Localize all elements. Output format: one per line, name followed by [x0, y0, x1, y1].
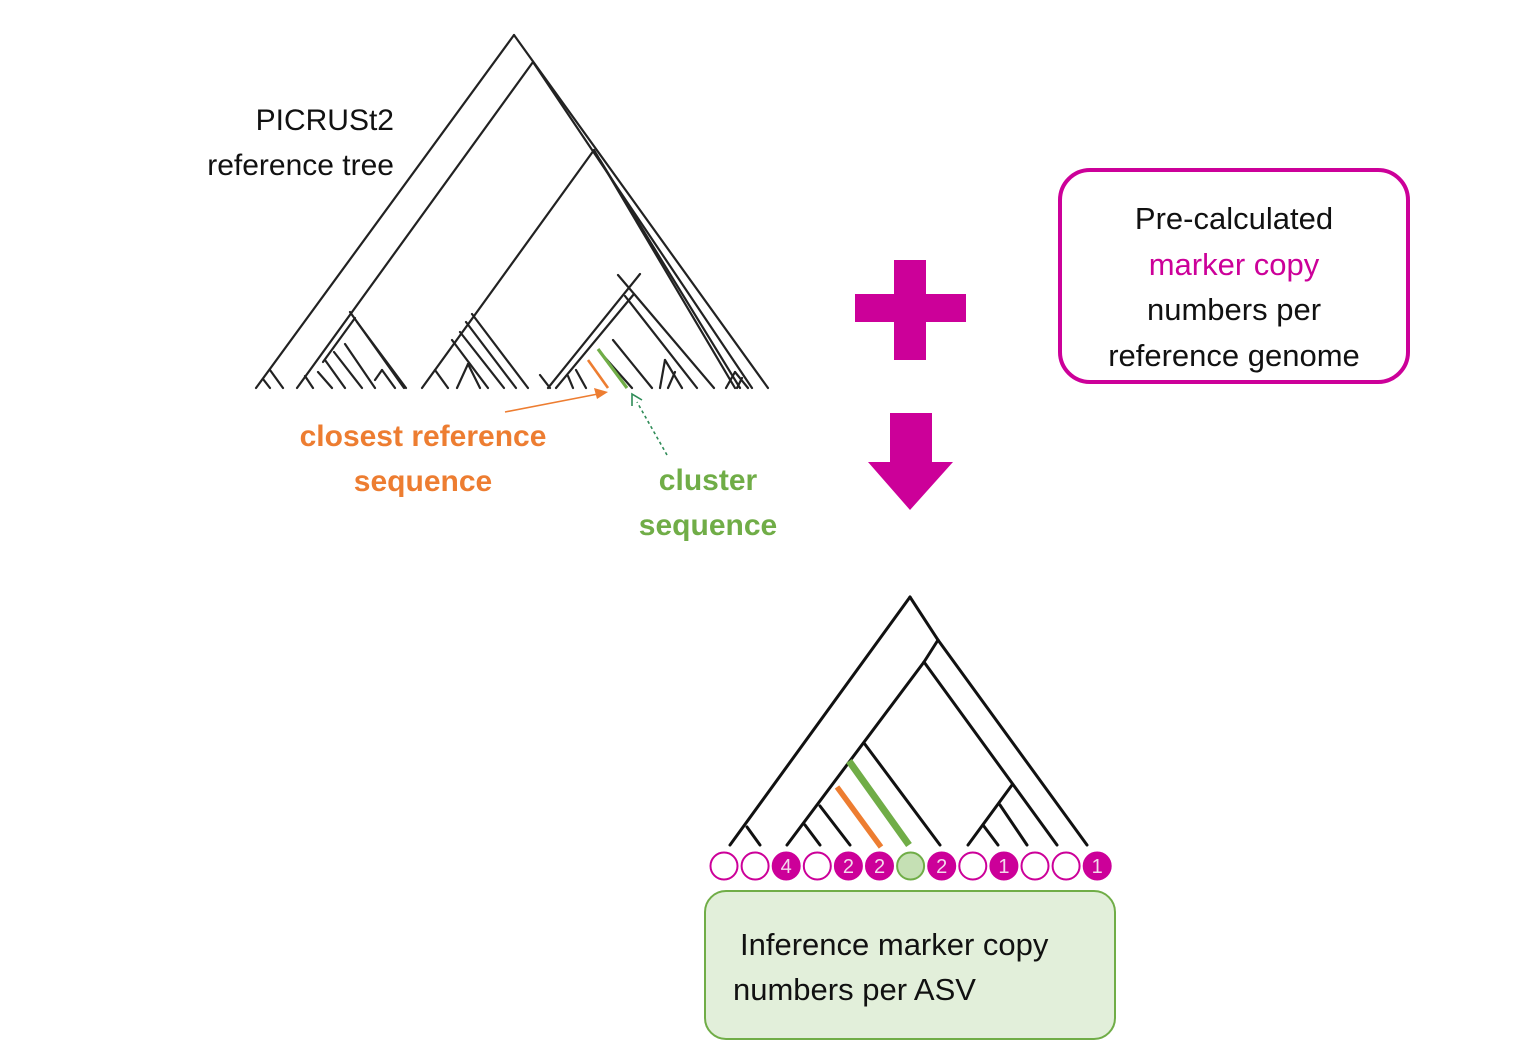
box-line: Inference marker copy	[740, 927, 1049, 962]
cluster-branch-highlight-asv	[846, 758, 912, 848]
arrow-down-icon	[868, 413, 953, 510]
copy-number-leaf	[833, 851, 863, 881]
label-line: closest reference	[299, 420, 547, 453]
reference-tree	[254, 33, 770, 390]
copy-number-leaf	[865, 851, 894, 881]
title-line: reference tree	[207, 149, 394, 182]
asv-leaf	[896, 851, 926, 881]
asv-tree	[728, 595, 1089, 847]
title-line: PICRUSt2	[255, 104, 394, 137]
box-line: numbers per ASV	[733, 972, 976, 1007]
label-line: sequence	[638, 509, 778, 542]
empty-leaf	[958, 851, 988, 881]
cluster-branch-highlight	[596, 348, 629, 389]
label-line: cluster	[658, 464, 758, 497]
copy-number-label: 2	[936, 856, 947, 878]
copy-number-leaf	[989, 851, 1019, 881]
box-line-highlight: marker copy	[1148, 246, 1320, 282]
empty-leaf	[709, 851, 739, 881]
reference-branch-highlight	[586, 359, 610, 389]
plus-icon	[855, 260, 966, 360]
empty-leaf	[740, 851, 770, 881]
reference-branch-highlight-asv	[834, 785, 884, 849]
precalculated-copy-numbers-box: Pre-calculated marker copy numbers per r…	[1058, 168, 1410, 384]
copy-number-leaf	[771, 851, 801, 881]
copy-number-label: 2	[843, 856, 854, 878]
closest-reference-label: closest reference sequence	[273, 414, 573, 504]
copy-number-leaf	[927, 851, 957, 881]
copy-number-label: 1	[1092, 856, 1103, 878]
box-line: Pre-calculated	[1134, 201, 1334, 236]
copy-number-label: 2	[874, 856, 885, 878]
label-line: sequence	[353, 465, 493, 498]
empty-leaf	[1020, 851, 1050, 881]
box-line: numbers per	[1146, 292, 1322, 327]
reference-tree-title: PICRUSt2 reference tree	[150, 98, 394, 188]
box-line: reference genome	[1108, 337, 1360, 373]
cluster-arrow	[631, 392, 668, 456]
copy-number-label: 4	[781, 856, 792, 878]
empty-leaf	[1051, 851, 1081, 881]
closest-reference-arrow	[504, 388, 608, 413]
inference-box: Inference marker copy numbers per ASV	[704, 890, 1116, 1040]
cluster-sequence-label: cluster sequence	[608, 458, 808, 548]
copy-number-leaf	[1082, 851, 1112, 881]
copy-number-label: 1	[998, 856, 1009, 878]
empty-leaf	[802, 851, 832, 881]
